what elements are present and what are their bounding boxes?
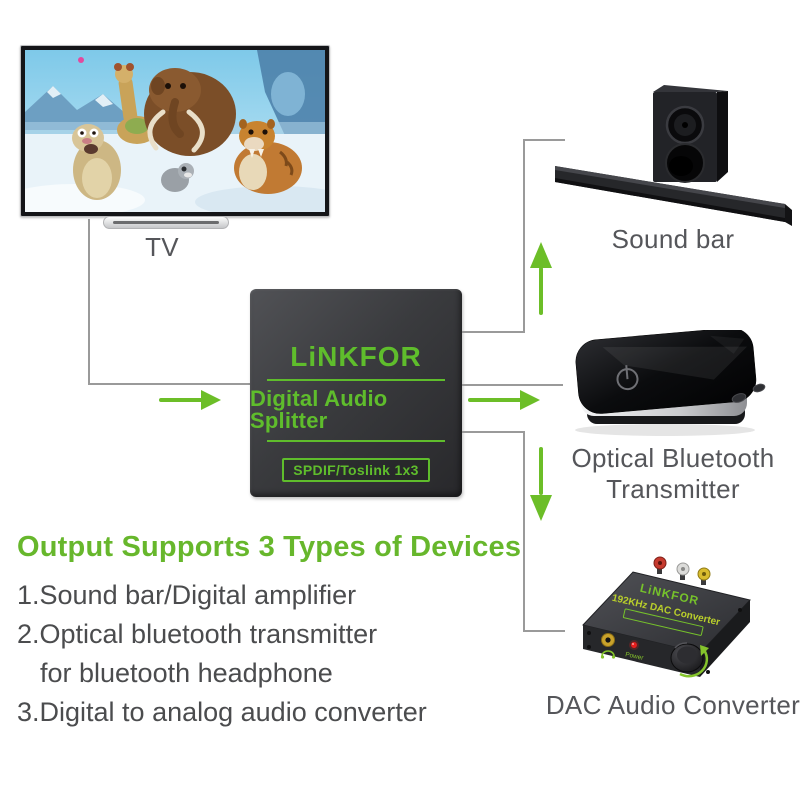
list-item-continuation: for bluetooth headphone (40, 658, 333, 688)
down-arrow-icon (530, 447, 552, 521)
bluetooth-arrow-right-icon (468, 390, 542, 410)
divider (267, 379, 445, 381)
tv-line-horizontal (88, 383, 251, 385)
bluetooth-label: Optical Bluetooth Transmitter (571, 443, 775, 504)
rca-connectors (653, 556, 711, 585)
soundbar-line-h1 (462, 331, 525, 333)
splitter-badge: SPDIF/Toslink 1x3 (282, 458, 430, 482)
input-arrow-right-icon (159, 390, 221, 410)
splitter-title: Digital Audio Splitter (250, 386, 388, 433)
volume-arrow-icon (679, 645, 709, 678)
sloth-character (72, 124, 121, 200)
tv-line-vertical (88, 219, 90, 385)
side-switch (752, 383, 766, 393)
power-led-label: Power (625, 651, 645, 662)
tv-screen-image (25, 50, 325, 212)
tv-stand (103, 216, 229, 229)
side-switch (731, 393, 747, 403)
list-item: 3.Digital to analog audio converter (17, 697, 427, 727)
soundbar-device (555, 85, 792, 226)
dac-line-vertical (523, 431, 525, 632)
list-item: 1.Sound bar/Digital amplifier (17, 580, 357, 610)
power-icon (616, 365, 639, 391)
soundbar-line-h2 (525, 139, 565, 141)
bluetooth-transmitter-device (575, 330, 766, 436)
tv-device (20, 45, 330, 217)
possum-character (161, 163, 194, 192)
tv-label: TV (145, 232, 179, 262)
headphone-jack (601, 633, 615, 647)
dac-print-badge (622, 608, 704, 636)
soundbar-line-vertical (523, 139, 525, 333)
llama-character (114, 63, 157, 144)
power-led (629, 640, 639, 650)
tiger-character (234, 119, 302, 194)
divider (267, 440, 445, 442)
dac-label: DAC Audio Converter (545, 690, 800, 720)
volume-knob-icon (670, 642, 704, 673)
list-item: 2.Optical bluetooth transmitter (17, 619, 378, 649)
info-list: 1.Sound bar/Digital amplifier 2.Optical … (17, 576, 427, 732)
dac-converter-device: LiNKFOR 192KHz DAC Converter Power (582, 556, 751, 678)
soundbar-label: Sound bar (611, 224, 735, 254)
headphone-icon (600, 650, 616, 659)
splitter-brand: LiNKFOR (290, 341, 422, 372)
digital-audio-splitter-device: LiNKFOR Digital Audio Splitter SPDIF/Tos… (250, 289, 462, 497)
dac-line-h2 (525, 630, 565, 632)
dac-line-h1 (462, 431, 525, 433)
up-arrow-icon (530, 242, 552, 316)
mammoth-character (144, 68, 236, 156)
info-heading: Output Supports 3 Types of Devices (17, 531, 522, 563)
bluetooth-line-horizontal (462, 384, 563, 386)
